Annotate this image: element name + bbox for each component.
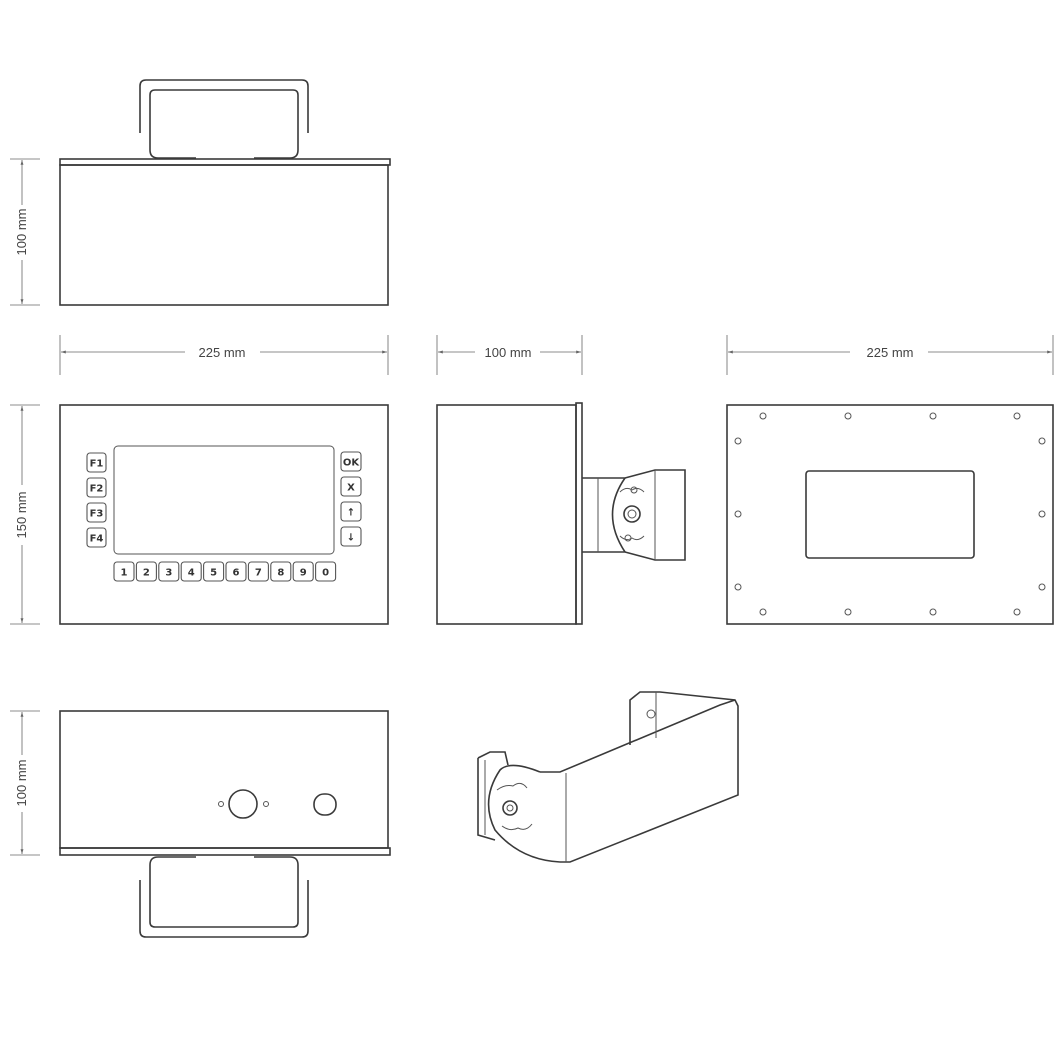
mounting-hole bbox=[1038, 583, 1046, 591]
dimension-label: 100 mm bbox=[14, 760, 29, 807]
bottom-view bbox=[59, 710, 391, 938]
number-key-2[interactable]: 2 bbox=[135, 561, 157, 582]
number-key-6[interactable]: 6 bbox=[225, 561, 247, 582]
number-key-5[interactable]: 5 bbox=[203, 561, 225, 582]
key-label: F2 bbox=[90, 484, 104, 495]
key-label: 9 bbox=[300, 568, 307, 579]
dimension-front-height: 150 mm bbox=[10, 404, 40, 625]
mounting-hole bbox=[929, 412, 937, 420]
dimension-side-depth: 100 mm bbox=[436, 335, 583, 375]
mounting-hole bbox=[1013, 412, 1021, 420]
key-label: ↑ bbox=[347, 508, 355, 519]
mounting-hole bbox=[1038, 437, 1046, 445]
dimension-back-width: 225 mm bbox=[726, 335, 1054, 375]
key-label: ↓ bbox=[347, 533, 355, 544]
dimension-front-width: 225 mm bbox=[59, 335, 389, 375]
up-arrow-key[interactable]: ↑ bbox=[340, 501, 362, 522]
key-label: F4 bbox=[90, 534, 104, 545]
back-view bbox=[726, 404, 1054, 625]
mounting-hole bbox=[734, 583, 742, 591]
ok-key[interactable]: OK bbox=[340, 451, 362, 472]
cable-gland-hole bbox=[313, 793, 337, 816]
display-screen bbox=[113, 445, 335, 555]
mounting-hole bbox=[759, 608, 767, 616]
key-label: 7 bbox=[255, 568, 262, 579]
function-key-2[interactable]: F2 bbox=[86, 477, 107, 498]
number-key-0[interactable]: 0 bbox=[315, 561, 337, 582]
number-key-9[interactable]: 9 bbox=[292, 561, 314, 582]
key-label: 8 bbox=[277, 568, 284, 579]
key-label: X bbox=[347, 483, 355, 494]
key-label: F1 bbox=[90, 459, 104, 470]
key-label: 2 bbox=[143, 568, 150, 579]
number-key-1[interactable]: 1 bbox=[113, 561, 135, 582]
number-key-7[interactable]: 7 bbox=[247, 561, 269, 582]
mounting-hole bbox=[759, 412, 767, 420]
key-label: F3 bbox=[90, 509, 104, 520]
mounting-hole bbox=[734, 510, 742, 518]
connector-hole bbox=[228, 789, 258, 819]
key-label: 4 bbox=[188, 568, 195, 579]
mounting-hole bbox=[1038, 510, 1046, 518]
dimension-label: 225 mm bbox=[199, 345, 246, 360]
key-label: 5 bbox=[210, 568, 217, 579]
dimension-label: 150 mm bbox=[14, 492, 29, 539]
dimension-label: 100 mm bbox=[14, 209, 29, 256]
function-key-4[interactable]: F4 bbox=[86, 527, 107, 548]
number-key-3[interactable]: 3 bbox=[158, 561, 180, 582]
dimension-bottom-height: 100 mm bbox=[10, 710, 40, 856]
function-key-3[interactable]: F3 bbox=[86, 502, 107, 523]
cancel-key[interactable]: X bbox=[340, 476, 362, 497]
dimension-top-height: 100 mm bbox=[10, 158, 40, 306]
number-key-8[interactable]: 8 bbox=[270, 561, 292, 582]
display-cutout bbox=[805, 470, 975, 559]
key-label: 0 bbox=[322, 568, 329, 579]
key-label: 3 bbox=[165, 568, 172, 579]
side-view bbox=[436, 402, 686, 625]
bracket-perspective-view bbox=[477, 691, 739, 863]
key-label: OK bbox=[343, 458, 361, 469]
dimension-label: 100 mm bbox=[485, 345, 532, 360]
down-arrow-key[interactable]: ↓ bbox=[340, 526, 362, 547]
key-label: 1 bbox=[121, 568, 128, 579]
top-view bbox=[59, 79, 391, 306]
mounting-hole bbox=[1013, 608, 1021, 616]
mounting-hole bbox=[844, 412, 852, 420]
key-label: 6 bbox=[233, 568, 240, 579]
mounting-hole bbox=[929, 608, 937, 616]
number-key-4[interactable]: 4 bbox=[180, 561, 202, 582]
mounting-hole bbox=[734, 437, 742, 445]
mounting-hole bbox=[844, 608, 852, 616]
dimension-label: 225 mm bbox=[867, 345, 914, 360]
function-key-1[interactable]: F1 bbox=[86, 452, 107, 473]
